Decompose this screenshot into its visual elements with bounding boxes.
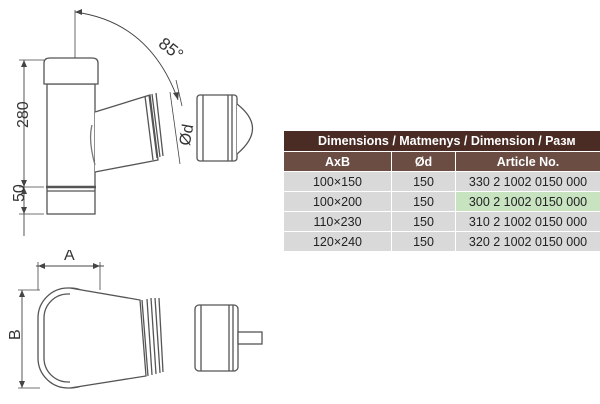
cap-handle bbox=[237, 331, 263, 345]
diameter-label: Ød bbox=[177, 123, 197, 147]
table-header-row: AxB Ød Article No. bbox=[283, 151, 600, 172]
angle-label: 85° bbox=[155, 34, 187, 65]
branch-pipe-body bbox=[94, 94, 159, 173]
connector-body bbox=[69, 287, 147, 389]
table-row: 100×150 150 330 2 1002 0150 000 bbox=[283, 171, 600, 192]
dimensions-table: Dimensions / Matmenys / Dimension / Разм… bbox=[282, 130, 600, 252]
cell-diameter: 150 bbox=[391, 231, 456, 252]
technical-drawing-side-view: 85° Ød 280 50 bbox=[11, 9, 253, 236]
cell-axb: 120×240 bbox=[283, 231, 392, 252]
main-pipe-top-collar bbox=[43, 57, 99, 85]
table-row: 100×200 150 300 2 1002 0150 000 bbox=[283, 191, 600, 212]
cell-axb: 100×150 bbox=[283, 171, 392, 192]
cell-article-highlighted: 300 2 1002 0150 000 bbox=[454, 191, 600, 212]
header-article: Article No. bbox=[454, 151, 600, 172]
cell-diameter: 150 bbox=[391, 191, 456, 212]
table-title: Dimensions / Matmenys / Dimension / Разм bbox=[282, 130, 600, 152]
header-diameter: Ød bbox=[391, 151, 456, 172]
cell-article: 330 2 1002 0150 000 bbox=[454, 171, 600, 192]
branch-pipe-rings bbox=[144, 92, 164, 161]
cell-diameter: 150 bbox=[391, 171, 456, 192]
width-label: A bbox=[64, 250, 75, 264]
height-base-label: 50 bbox=[11, 184, 28, 202]
cell-axb: 110×230 bbox=[283, 211, 392, 232]
angle-arc bbox=[74, 11, 179, 101]
main-pipe-body bbox=[46, 83, 96, 215]
technical-drawing-top-view: A B bbox=[7, 250, 263, 389]
table-row: 110×230 150 310 2 1002 0150 000 bbox=[283, 211, 600, 232]
cell-diameter: 150 bbox=[391, 211, 456, 232]
cap-dome bbox=[236, 103, 253, 155]
cell-axb: 100×200 bbox=[283, 191, 392, 212]
table-title-row: Dimensions / Matmenys / Dimension / Разм bbox=[282, 130, 600, 152]
table-row: 120×240 150 320 2 1002 0150 000 bbox=[283, 231, 600, 252]
cell-article: 320 2 1002 0150 000 bbox=[454, 231, 600, 252]
cell-article: 310 2 1002 0150 000 bbox=[454, 211, 600, 232]
height-main-label: 280 bbox=[15, 101, 32, 128]
header-axb: AxB bbox=[283, 151, 392, 172]
depth-label: B bbox=[7, 329, 24, 340]
